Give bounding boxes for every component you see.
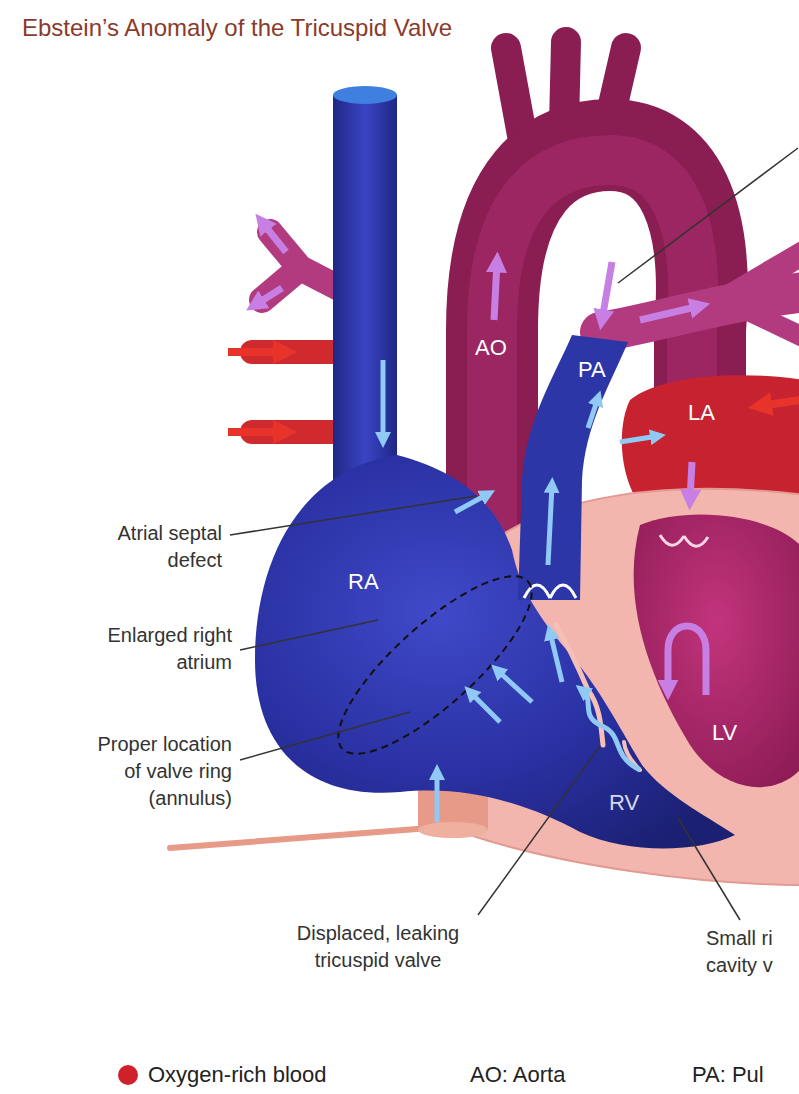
tricuspid-leaflet <box>556 625 603 745</box>
flow-arrow <box>550 632 562 682</box>
callout-label: Displaced, leaking tricuspid valve <box>268 920 488 974</box>
leader-lines <box>230 148 798 920</box>
chamber-label: AO <box>475 333 507 363</box>
flow-arrow <box>668 626 706 695</box>
chamber-label: RV <box>609 788 639 818</box>
flow-arrow <box>497 670 532 702</box>
left-ventricle <box>634 515 799 788</box>
flow-arrow <box>435 772 440 822</box>
right-atrium <box>255 455 735 849</box>
leader-line <box>230 496 476 535</box>
flow-arrow <box>602 262 612 320</box>
flow-arrow <box>620 436 658 442</box>
mitral-valve <box>660 535 708 546</box>
legend-text: Oxygen-rich blood <box>148 1060 327 1090</box>
flow-arrow <box>548 485 552 565</box>
chamber-label: LA <box>688 398 715 428</box>
flow-arrows-lilac <box>255 222 286 305</box>
flow-arrow <box>494 262 497 320</box>
chamber-label: RA <box>348 567 379 597</box>
callout-label: Small ri cavity v <box>706 925 794 979</box>
superior-vena-cava <box>333 95 397 495</box>
annulus-outline <box>315 552 554 779</box>
flow-arrow <box>255 288 282 305</box>
aortic-branch <box>506 48 522 135</box>
leader-line <box>618 148 798 283</box>
flow-arrow <box>760 400 799 406</box>
leader-line <box>240 712 410 760</box>
flow-arrow <box>690 462 692 500</box>
flow-arrow <box>262 222 286 252</box>
leader-line <box>240 620 378 650</box>
left-pulmonary-artery <box>600 252 799 338</box>
chamber-label: PA <box>578 355 606 385</box>
flow-arrows-red <box>228 352 285 432</box>
callout-label: Proper location of valve ring (annulus) <box>82 731 232 812</box>
flow-arrow <box>228 428 285 436</box>
pulmonary-trunk <box>518 335 628 600</box>
flow-arrow <box>228 348 285 356</box>
flow-arrow <box>588 398 598 428</box>
flow-arrows-lilac <box>494 262 706 695</box>
vena-cava-opening <box>333 86 397 104</box>
diagram-title: Ebstein’s Anomaly of the Tricuspid Valve <box>22 12 452 44</box>
callout-label: Enlarged right atrium <box>107 622 232 676</box>
legend-swatch <box>118 1065 138 1085</box>
artery-branch <box>720 252 799 302</box>
chamber-label: LV <box>712 718 737 748</box>
leader-line <box>678 818 740 920</box>
flow-arrow <box>640 306 700 320</box>
flow-arrow <box>381 360 386 440</box>
abbreviation-key: PA: Pul <box>692 1060 764 1090</box>
callout-label: Atrial septal defect <box>72 520 222 574</box>
leader-line <box>478 746 600 915</box>
vena-cava-opening <box>418 822 488 838</box>
artery-branch <box>742 308 799 338</box>
vessel-line <box>170 828 430 848</box>
abbreviation-key: AO: Aorta <box>470 1060 565 1090</box>
flow-arrows-blue <box>383 360 658 822</box>
flow-arrow <box>470 692 500 722</box>
